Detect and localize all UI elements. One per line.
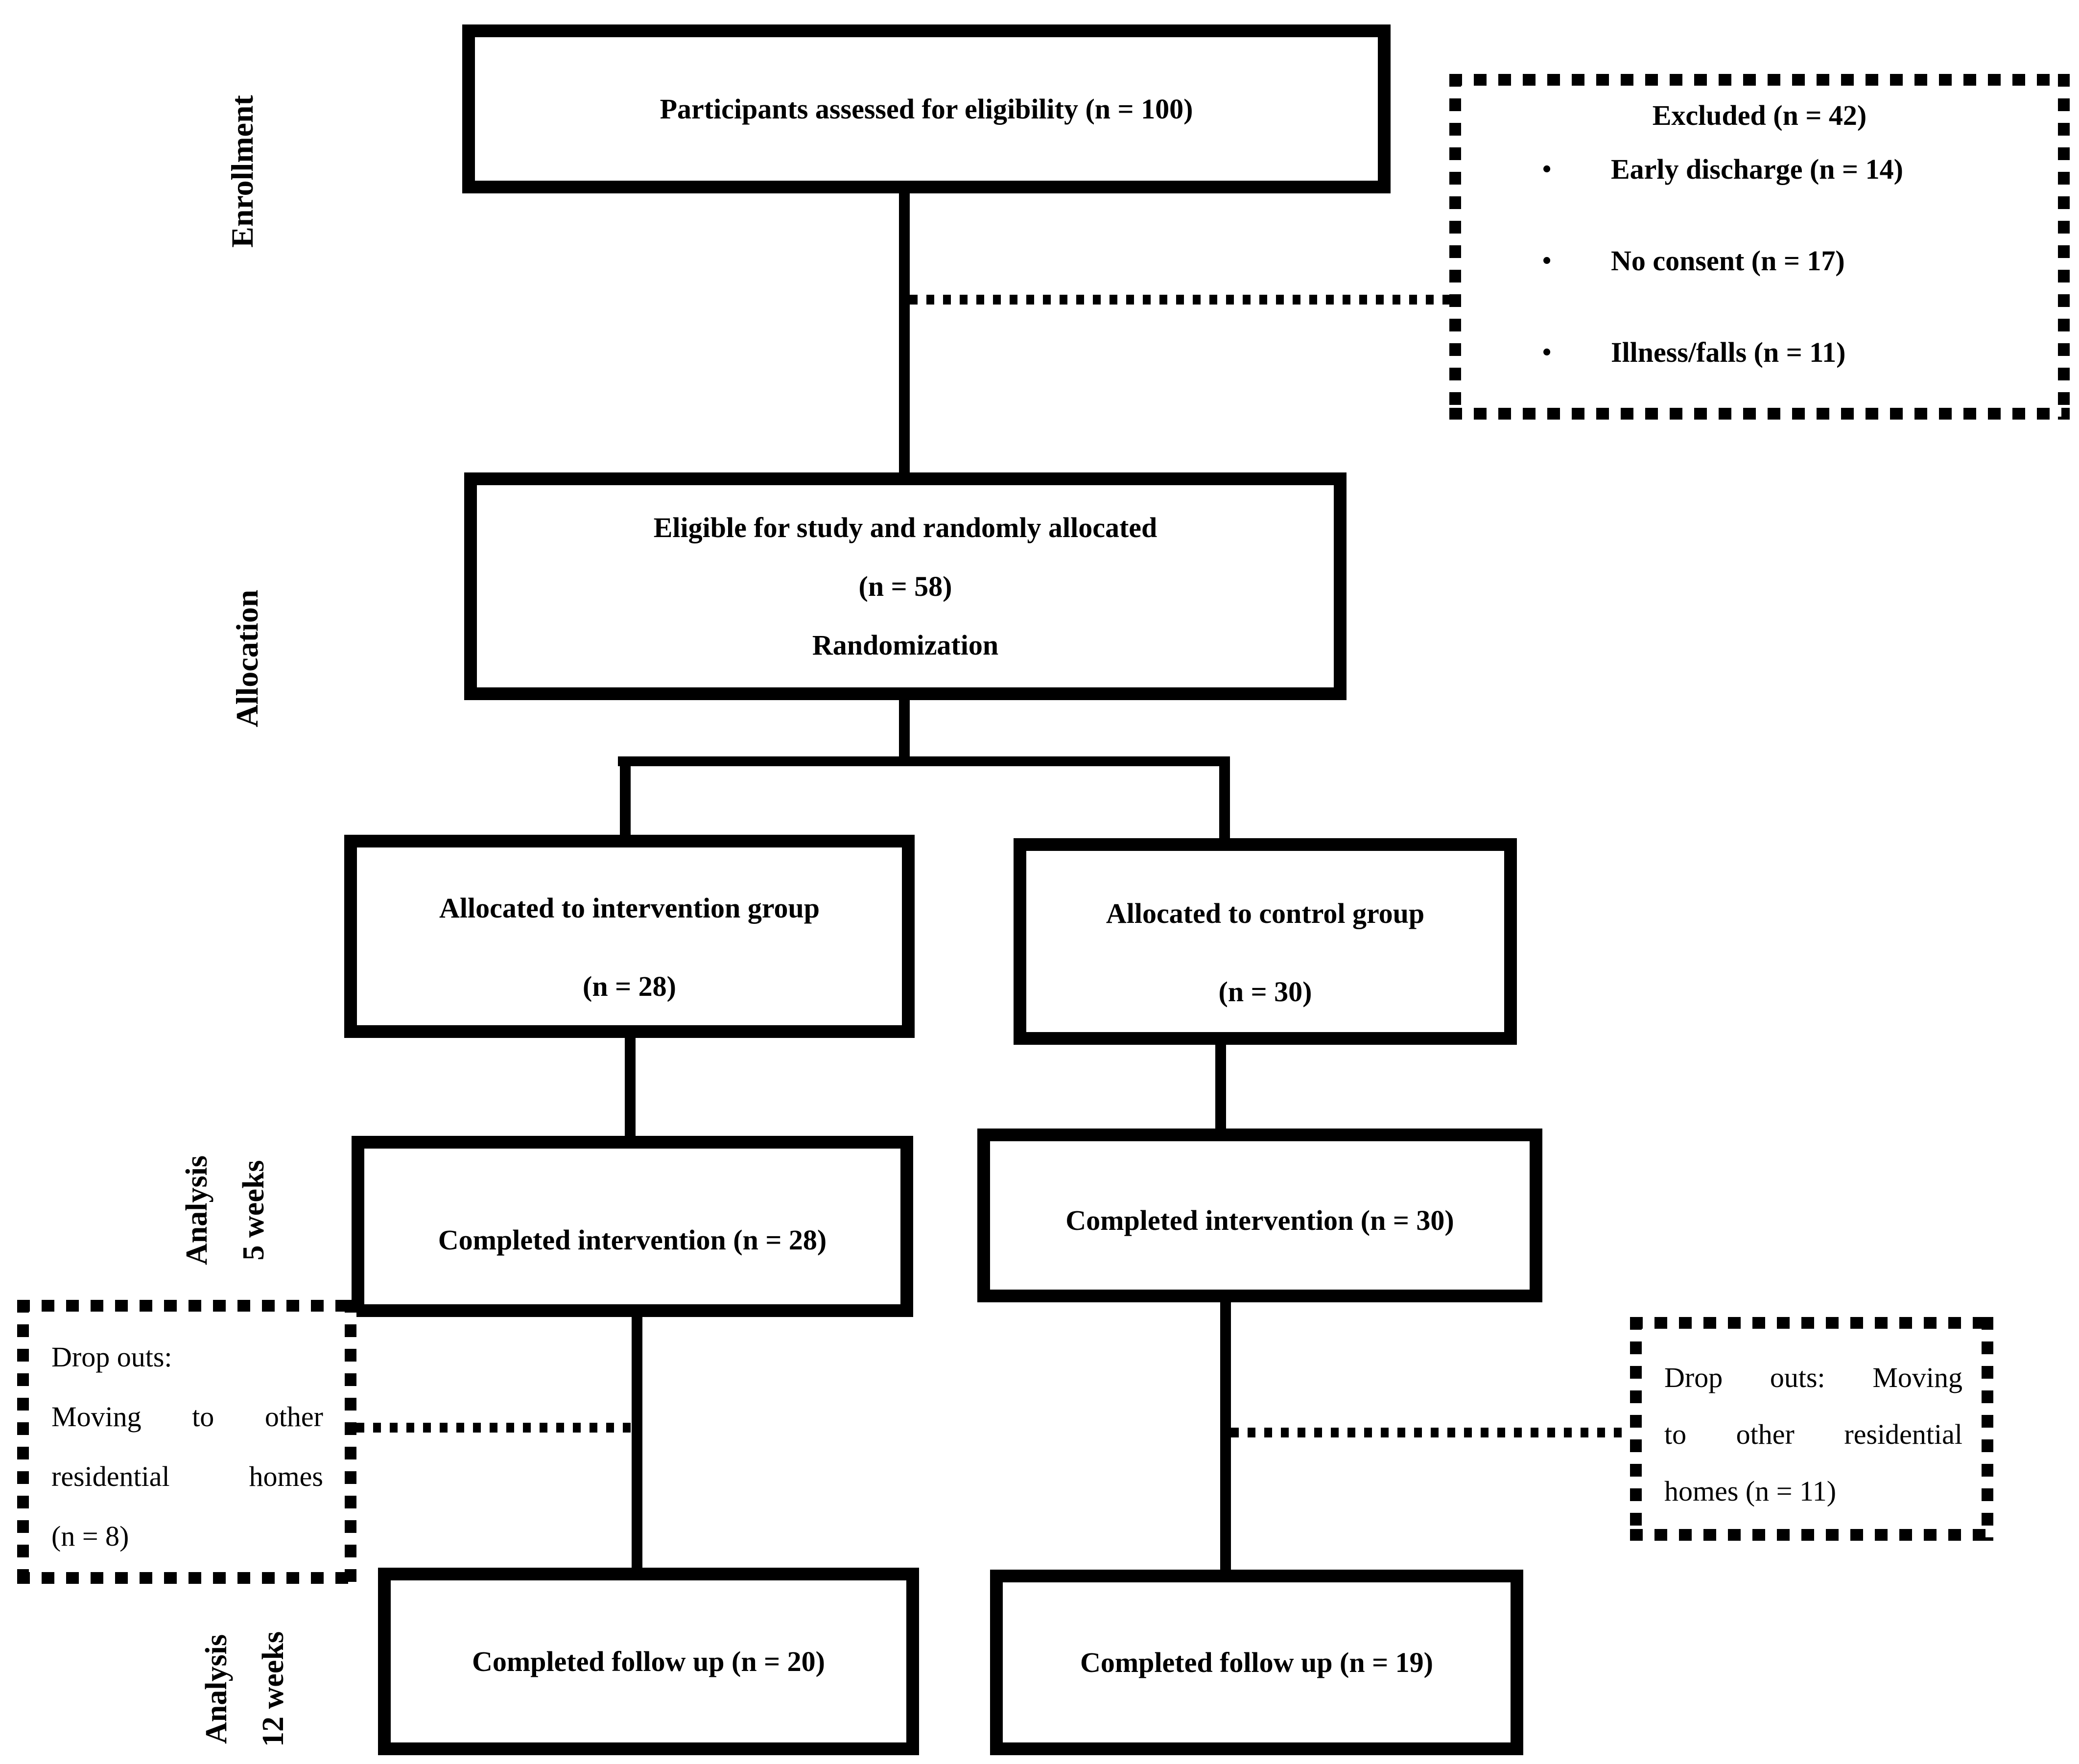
allocated-intervention-box: Allocated to intervention group (n = 28) [344, 835, 915, 1038]
excluded-title: Excluded (n = 42) [1652, 99, 1867, 131]
bullet-icon: • [1542, 338, 1552, 366]
connector-split-control [1219, 765, 1230, 840]
stage-label-text: Enrollment [225, 95, 260, 248]
allocated-control-label: Allocated to control group [1106, 897, 1425, 929]
dashed-edge [1630, 1529, 1993, 1541]
connector-split-intervention [620, 765, 631, 836]
connector-completed-followup-control [1220, 1301, 1231, 1571]
connector-alloc-completed-control [1215, 1044, 1226, 1137]
excluded-item-label: Illness/falls (n = 11) [1611, 336, 1846, 368]
stage-label-text: Allocation [230, 589, 264, 728]
stage-label-text: 5 weeks [237, 1160, 270, 1261]
dropouts-line: to other residential [1664, 1418, 1962, 1450]
completed-intervention-box: Completed intervention (n = 28) [352, 1136, 913, 1317]
allocated-control-n: (n = 30) [1218, 975, 1312, 1008]
dropouts-line: residential homes [51, 1460, 323, 1492]
eligible-n: (n = 58) [858, 570, 952, 602]
connector-alloc-completed-intervention [625, 1037, 636, 1137]
dropouts-n: homes (n = 11) [1664, 1475, 1837, 1507]
dashed-edge [1630, 1317, 1993, 1329]
completed-intervention-label: Completed intervention (n = 28) [438, 1223, 827, 1256]
followup-control-label: Completed follow up (n = 19) [1080, 1646, 1433, 1678]
dashed-edge [17, 1300, 29, 1584]
allocated-intervention-n: (n = 28) [583, 970, 676, 1002]
dashed-edge [1449, 74, 1461, 420]
dashed-edge [2058, 74, 2070, 420]
completed-control-label: Completed intervention (n = 30) [1065, 1204, 1454, 1236]
connector-eligible-split [899, 700, 910, 759]
excluded-item-label: Early discharge (n = 14) [1611, 153, 1903, 185]
dropouts-control-box: Drop outs: Moving to other residential h… [1630, 1317, 1993, 1541]
followup-intervention-box: Completed follow up (n = 20) [378, 1568, 919, 1755]
excluded-item-label: No consent (n = 17) [1611, 245, 1845, 277]
dropouts-intervention-box: Drop outs: Moving to other residential h… [17, 1300, 356, 1584]
bullet-icon: • [1542, 247, 1552, 275]
eligible-randomization: Randomization [812, 629, 999, 661]
excluded-item-row: • Early discharge (n = 14) [1449, 150, 2070, 189]
connector-dotted-dropouts-control [1231, 1428, 1630, 1437]
stage-label-allocation: Allocation [225, 556, 270, 761]
excluded-box: Excluded (n = 42) • Early discharge (n =… [1449, 74, 2070, 420]
dashed-edge [1449, 408, 2070, 420]
assessed-box: Participants assessed for eligibility (n… [462, 24, 1391, 193]
followup-control-box: Completed follow up (n = 19) [990, 1570, 1523, 1755]
allocated-control-box: Allocated to control group (n = 30) [1014, 838, 1517, 1045]
allocated-intervention-label: Allocated to intervention group [439, 892, 820, 924]
dropouts-line: Drop outs: Moving [1664, 1362, 1962, 1393]
stage-label-enrollment: Enrollment [220, 69, 265, 274]
stage-label-analysis-5-weeks: Analysis 5 weeks [168, 1122, 282, 1298]
followup-intervention-label: Completed follow up (n = 20) [472, 1645, 825, 1677]
stage-label-analysis-12-weeks: Analysis 12 weeks [188, 1601, 302, 1764]
stage-label-text: Analysis [200, 1634, 233, 1744]
connector-dotted-dropouts-intervention [356, 1423, 642, 1433]
eligible-line: Eligible for study and randomly allocate… [653, 511, 1158, 543]
dashed-edge [1630, 1317, 1642, 1541]
dashed-edge [17, 1300, 356, 1312]
excluded-item-row: • Illness/falls (n = 11) [1449, 333, 2070, 372]
connector-dotted-excluded [910, 295, 1449, 305]
stage-label-text: Analysis [180, 1155, 213, 1265]
connector-completed-followup-intervention [632, 1316, 642, 1569]
dropouts-line: Drop outs: [51, 1341, 172, 1373]
eligible-box: Eligible for study and randomly allocate… [464, 472, 1347, 700]
dashed-edge [17, 1572, 356, 1584]
dashed-edge [345, 1300, 356, 1584]
dashed-edge [1449, 74, 2070, 86]
dropouts-line: Moving to other [51, 1401, 323, 1433]
excluded-item-row: • No consent (n = 17) [1449, 241, 2070, 281]
connector-assessed-eligible [899, 193, 910, 472]
connector-split-bar [618, 756, 1230, 766]
bullet-icon: • [1542, 155, 1552, 183]
dropouts-n: (n = 8) [51, 1520, 129, 1552]
assessed-label: Participants assessed for eligibility (n… [660, 93, 1193, 125]
dashed-edge [1982, 1317, 1993, 1541]
stage-label-text: 12 weeks [257, 1631, 290, 1747]
completed-control-box: Completed intervention (n = 30) [977, 1129, 1542, 1302]
